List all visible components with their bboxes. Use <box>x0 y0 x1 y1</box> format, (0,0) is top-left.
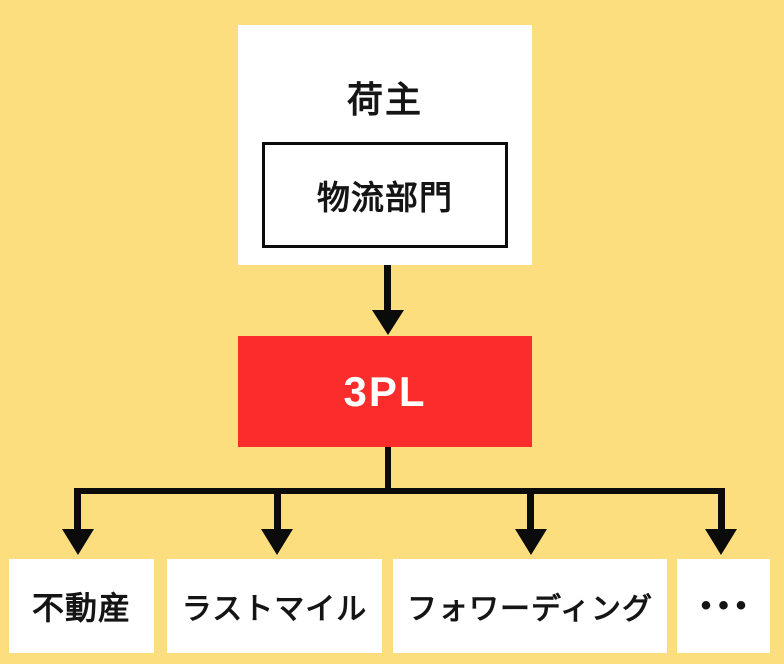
service-label-last-mile: ラストマイル <box>181 593 368 626</box>
branch-horizontal-line <box>75 488 725 494</box>
service-box-real-estate: 不動産 <box>9 559 154 653</box>
connector-3pl-to-branch <box>385 447 391 488</box>
arrow-down-icon <box>261 529 293 555</box>
service-box-last-mile: ラストマイル <box>167 559 382 653</box>
arrow-down-icon <box>515 529 547 555</box>
shipper-label: 荷主 <box>346 79 423 120</box>
arrow-down-icon <box>705 529 737 555</box>
arrow-down-icon <box>372 310 404 335</box>
3pl-box: 3PL <box>238 336 532 447</box>
arrow-shipper-to-3pl-shaft <box>384 265 391 311</box>
service-label-real-estate: 不動産 <box>31 590 131 626</box>
branch-drop-real-estate <box>74 488 81 530</box>
arrow-down-icon <box>62 529 94 555</box>
service-label-forwarding: フォワーディング <box>407 593 653 626</box>
logistics-department-box: 物流部門 <box>262 142 508 248</box>
service-label-others-ellipsis: ••• <box>700 589 754 622</box>
service-box-forwarding: フォワーディング <box>393 559 667 653</box>
branch-drop-others <box>718 488 725 530</box>
service-box-others: ••• <box>677 559 770 653</box>
logistics-department-label: 物流部門 <box>317 179 453 216</box>
branch-drop-forwarding <box>527 488 534 530</box>
branch-drop-last-mile <box>274 488 281 530</box>
3pl-label: 3PL <box>343 367 427 415</box>
